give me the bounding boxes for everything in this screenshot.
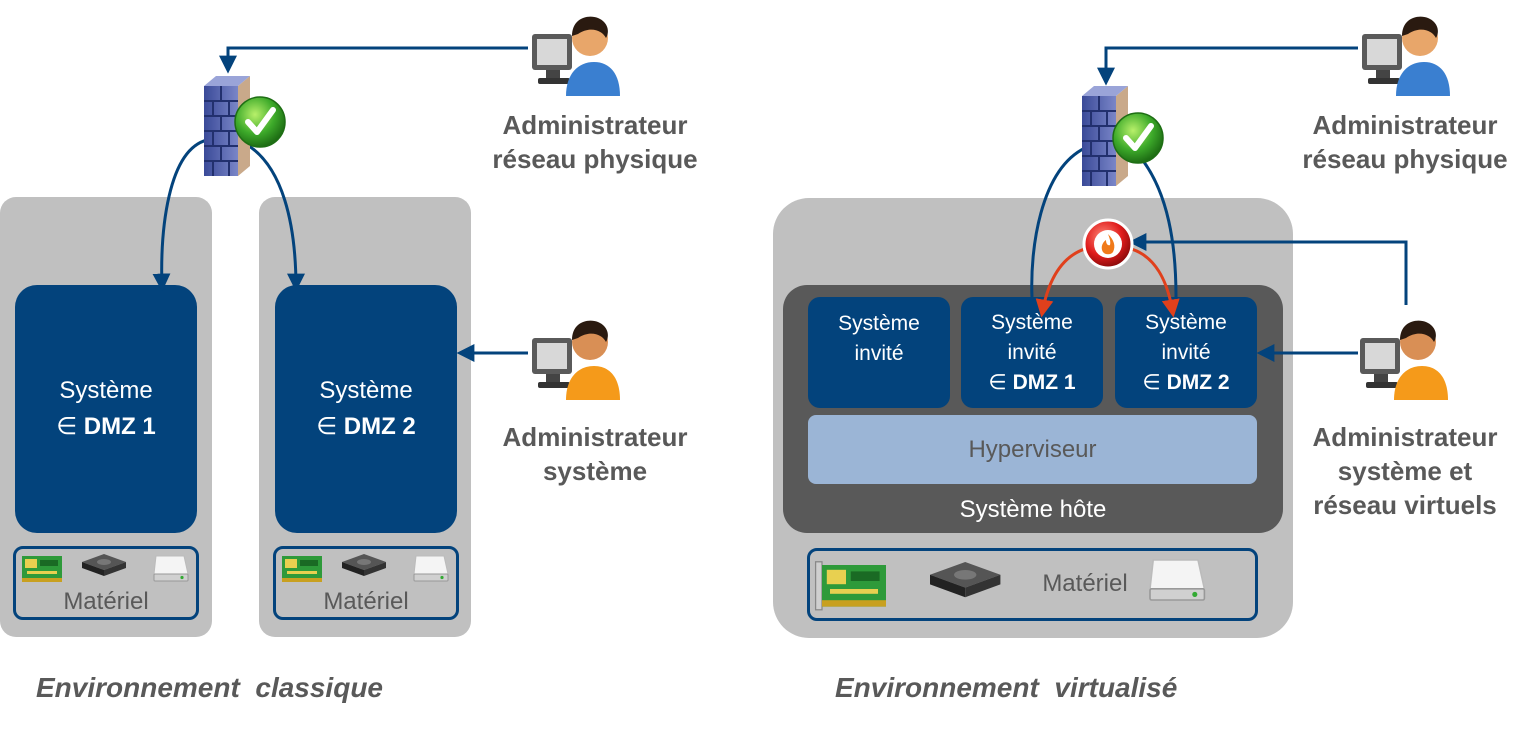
classic-hardware-label-1: Matériel xyxy=(63,588,149,615)
virtual-firewall-to-dmz1-red-arrow xyxy=(1035,246,1089,318)
classic-system-admin-label: Administrateur système xyxy=(502,422,688,486)
classic-hardware-box-2 xyxy=(273,546,459,620)
classic-hardware-box-1 xyxy=(13,546,199,620)
check-icon xyxy=(235,97,285,147)
hard-drive-icon xyxy=(413,555,449,582)
classic-hardware-label-2: Matériel xyxy=(323,588,409,615)
system-label: Système xyxy=(59,377,153,404)
cpu-chip-icon xyxy=(82,554,126,576)
cpu-chip-icon xyxy=(930,562,1001,598)
admin-person-icon xyxy=(532,320,620,400)
classic-system-dmz2: Système ∈ DMZ 2 xyxy=(275,285,457,533)
classic-caption: Environnement classique xyxy=(36,672,383,703)
check-icon xyxy=(1113,113,1163,163)
hard-drive-icon xyxy=(153,555,189,582)
virtual-caption: Environnement virtualisé xyxy=(835,672,1178,703)
guest-system-1: Système invité xyxy=(808,297,950,408)
virtual-hardware-label: Matériel xyxy=(1042,570,1128,597)
classic-network-admin-label: Administrateur réseau physique xyxy=(492,110,698,174)
cpu-chip-icon xyxy=(342,554,386,576)
network-card-icon xyxy=(814,561,886,611)
virtual-firewall-to-dmz1-arrow xyxy=(1030,146,1086,298)
admin-person-icon xyxy=(1362,16,1450,96)
dmz-label: DMZ 1 xyxy=(83,413,156,440)
classic-firewall-to-dmz2-arrow xyxy=(237,138,305,292)
network-card-icon xyxy=(22,556,62,582)
virtual-network-admin-label: Administrateur réseau physique xyxy=(1302,110,1508,174)
element-of-symbol: ∈ xyxy=(56,413,78,440)
dmz-label: DMZ 2 xyxy=(1166,370,1230,394)
virtual-firewall-to-dmz2-arrow xyxy=(1134,151,1178,298)
dmz-label: DMZ 1 xyxy=(1012,370,1076,394)
guest-system-dmz2: Système invité ∈ DMZ 2 xyxy=(1115,297,1257,408)
virtual-network-admin-connector xyxy=(1097,46,1358,86)
dmz-label: DMZ 2 xyxy=(343,413,416,440)
virtual-firewall-to-dmz2-red-arrow xyxy=(1127,246,1180,318)
hypervisor-box: Hyperviseur xyxy=(808,415,1257,484)
classic-network-admin-connector xyxy=(219,46,528,74)
element-of-symbol: ∈ xyxy=(316,413,338,440)
system-label: Système xyxy=(319,377,413,404)
virtual-admin-label: Administrateur système et réseau virtuel… xyxy=(1312,422,1498,520)
network-card-icon xyxy=(282,556,322,582)
classic-system-dmz1: Système ∈ DMZ 1 xyxy=(15,285,197,533)
host-system-label: Système hôte xyxy=(959,496,1107,523)
classic-firewall-to-dmz1-arrow xyxy=(152,138,208,292)
element-of-symbol: ∈ xyxy=(988,370,1007,394)
element-of-symbol: ∈ xyxy=(1142,370,1161,394)
admin-person-icon xyxy=(1360,320,1448,400)
virtual-hardware-box xyxy=(807,548,1258,621)
admin-person-icon xyxy=(532,16,620,96)
virtual-firewall-icon xyxy=(1082,218,1134,270)
hard-drive-icon xyxy=(1149,559,1206,601)
virtual-admin-to-vfirewall-connector xyxy=(1128,233,1408,305)
